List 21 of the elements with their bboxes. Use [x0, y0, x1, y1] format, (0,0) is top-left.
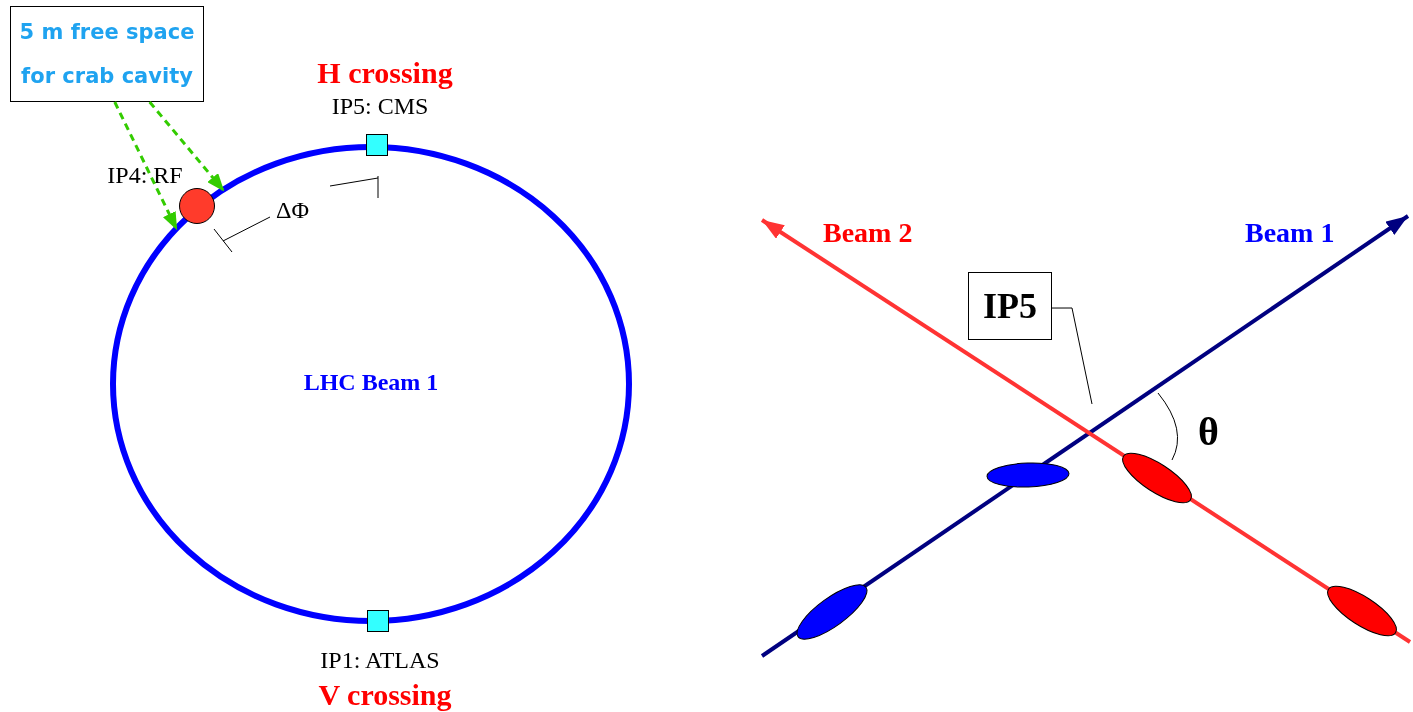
note-box: [10, 6, 204, 102]
detector-marker: [367, 610, 389, 632]
beam-ring: [110, 144, 632, 624]
angle-label: θ: [1198, 412, 1219, 452]
angle-label: ΔΦ: [276, 198, 309, 222]
beam-label: Beam 1: [1245, 219, 1335, 247]
arrow: [148, 101, 225, 192]
rf-marker: [179, 188, 215, 224]
arrow: [113, 101, 178, 231]
point-label: IP5: CMS: [330, 94, 430, 118]
label-box: [968, 272, 1052, 340]
point-label: IP4: RF: [106, 163, 184, 187]
crossing-label: H crossing: [316, 58, 454, 88]
point-label: IP1: ATLAS: [319, 648, 441, 672]
crossing-label: V crossing: [317, 680, 453, 710]
detector-marker: [366, 134, 388, 156]
point-label: IP5: [983, 288, 1037, 324]
ring-label: LHC Beam 1: [302, 370, 440, 394]
beam-label: Beam 2: [823, 219, 913, 247]
note-text: 5 m free space for crab cavity: [18, 19, 196, 90]
leader-line: [1051, 307, 1093, 405]
